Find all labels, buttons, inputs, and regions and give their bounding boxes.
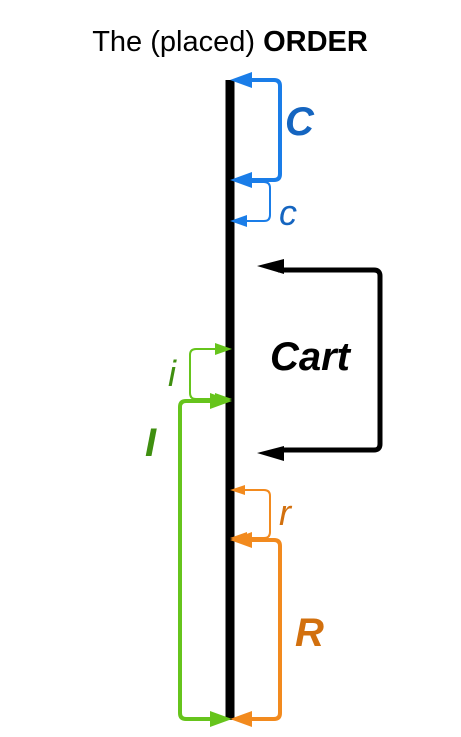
arrowhead-R-top	[230, 532, 252, 548]
bracket-c	[244, 181, 271, 222]
label-C: C	[285, 100, 315, 144]
bracket-r	[244, 489, 271, 539]
arrowhead-I-bottom	[210, 711, 232, 727]
label-cart: Cart	[270, 335, 352, 379]
bracket-cart	[278, 267, 383, 453]
arrowhead-R-bottom	[230, 711, 252, 727]
bracket-I	[178, 399, 212, 721]
arrowhead-C-top	[230, 72, 252, 88]
bracket-i	[189, 348, 215, 400]
label-i: i	[168, 353, 177, 394]
arrowhead-r-top	[230, 485, 245, 495]
arrowhead-cart-top	[257, 259, 284, 274]
label-c: c	[279, 192, 297, 233]
arrowhead-cart-bottom	[257, 446, 284, 461]
arrowhead-I-top	[210, 393, 232, 409]
label-I: I	[145, 421, 157, 465]
arrowhead-C-bottom	[230, 172, 252, 188]
arrowhead-i-top	[215, 343, 232, 355]
label-r: r	[279, 492, 293, 533]
arrowhead-c-bottom	[230, 215, 247, 227]
bracket-C	[248, 78, 282, 182]
title-emphasis: ORDER	[263, 26, 368, 58]
diagram-title: The (placed) ORDER	[92, 26, 368, 58]
bracket-R	[248, 538, 282, 721]
label-R: R	[295, 611, 324, 655]
title-prefix: The (placed)	[92, 26, 263, 58]
